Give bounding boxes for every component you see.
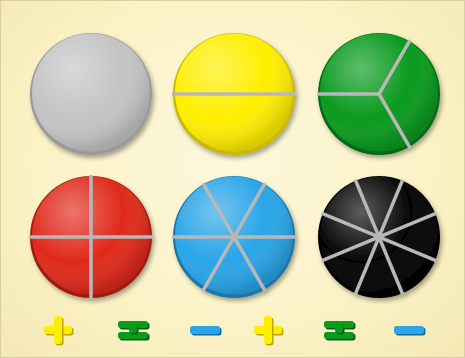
disc-center (89, 235, 93, 239)
disc-center (377, 92, 381, 96)
thirds-disc (317, 33, 440, 155)
disc-center (377, 235, 381, 239)
symbol-bar (335, 325, 343, 333)
halves-disc (172, 33, 296, 155)
disc-center (232, 235, 236, 239)
disc-center (232, 92, 236, 96)
quarters-disc (29, 175, 153, 299)
symbol-bar (190, 326, 220, 334)
equals-icon (324, 321, 356, 341)
sixths-disc (172, 176, 296, 298)
symbol-bar (54, 316, 62, 344)
eighths-disc (318, 176, 440, 298)
symbol-bar (264, 316, 272, 344)
whole-disc (30, 33, 152, 155)
minus-icon (394, 326, 426, 336)
plus-icon (254, 316, 284, 346)
disc-shine (32, 34, 150, 152)
equals-icon (118, 321, 150, 341)
plus-icon (44, 316, 74, 346)
symbol-bar (394, 326, 424, 334)
symbol-bar (129, 325, 137, 333)
minus-icon (190, 326, 222, 336)
